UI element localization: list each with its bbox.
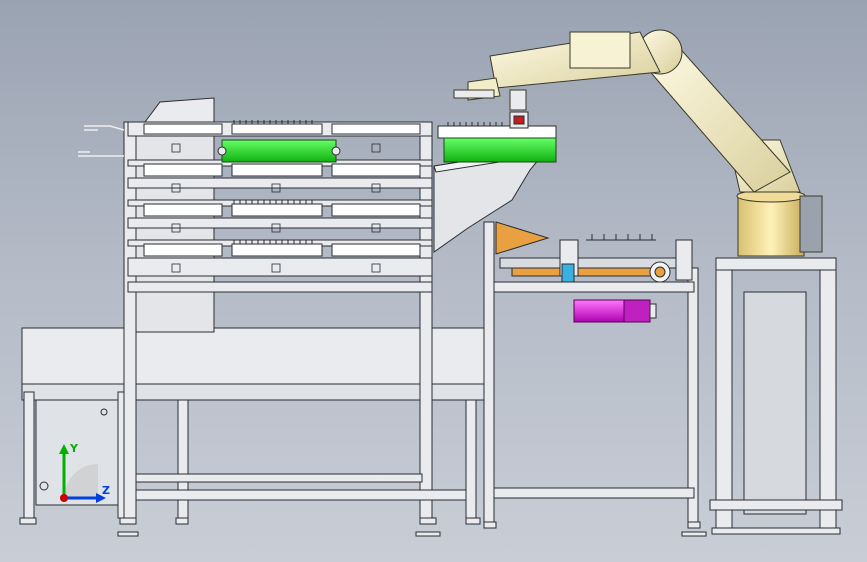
processing-table [483,221,699,523]
roller-left [217,146,227,156]
roller-right [331,146,341,156]
rack-green-conveyor [221,139,337,163]
conveyor-base [21,327,485,519]
cable-connector-icon [78,125,125,157]
robot-pedestal [709,257,843,535]
tray-pins [233,120,313,244]
axis-y-label: Y [69,442,79,455]
drive-motor [573,299,657,323]
axis-z-label: Z [102,484,110,497]
storage-rack [123,97,467,521]
leveling-foot-icon [19,517,707,537]
coordinate-triad-icon [59,444,106,503]
transfer-chute [433,111,557,253]
industrial-robot [453,29,823,257]
